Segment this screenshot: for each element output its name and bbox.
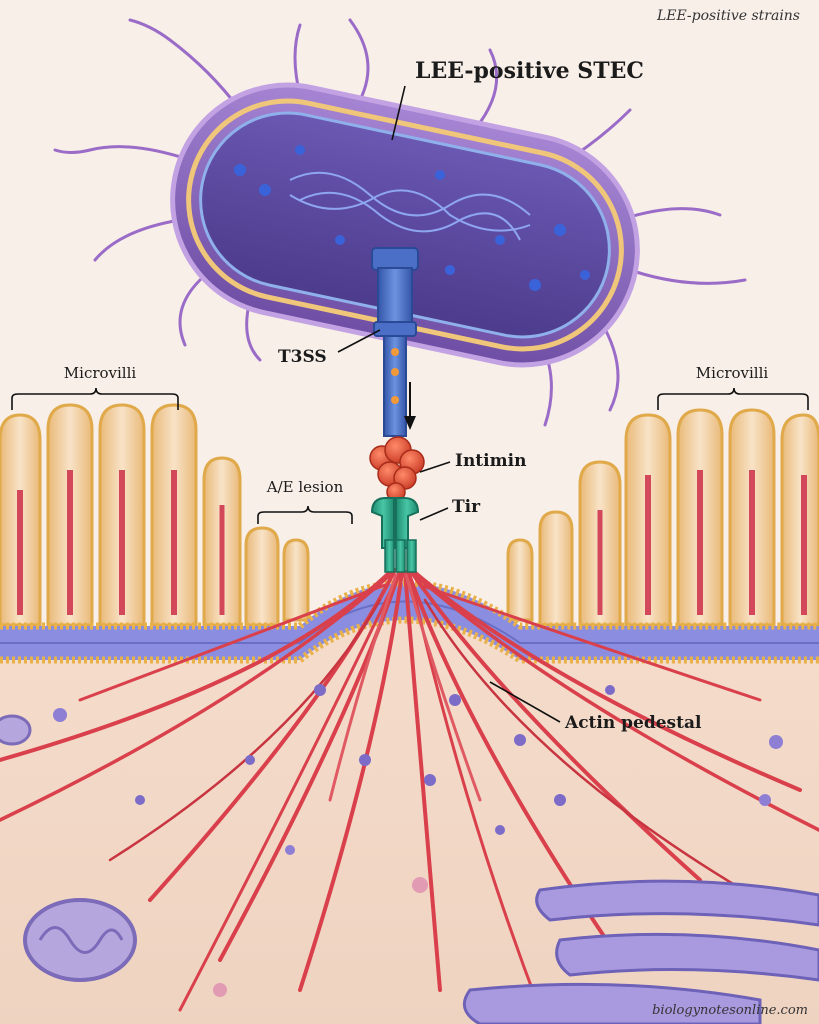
tir-leader bbox=[419, 507, 449, 521]
bacterium bbox=[53, 18, 747, 427]
vesicles bbox=[53, 708, 783, 997]
lesion-label: A/E lesion bbox=[266, 478, 344, 496]
microvilli-left-bracket bbox=[11, 387, 179, 410]
actin-label: Actin pedestal bbox=[564, 713, 702, 733]
actin-leader bbox=[489, 681, 561, 723]
actin-binding-proteins bbox=[135, 684, 615, 835]
microvilli-left-label: Microvilli bbox=[64, 364, 137, 382]
tir-label: Tir bbox=[452, 497, 481, 517]
t3ss-label: T3SS bbox=[278, 347, 327, 367]
microvilli-right-label: Microvilli bbox=[696, 364, 769, 382]
bacterium-leader bbox=[391, 85, 406, 141]
microvilli-left bbox=[0, 403, 310, 627]
microvilli-right-bracket bbox=[657, 387, 809, 410]
intimin-leader bbox=[419, 461, 451, 473]
intimin-label: Intimin bbox=[455, 451, 526, 471]
bacterium-label: LEE-positive STEC bbox=[415, 58, 644, 84]
intimin-protein bbox=[369, 436, 425, 502]
endoplasmic-reticulum bbox=[462, 879, 819, 1024]
t3ss-injectisome bbox=[371, 247, 419, 437]
ribosomes bbox=[234, 145, 590, 291]
mitochondrion bbox=[23, 898, 137, 982]
tir-receptor bbox=[370, 497, 420, 573]
actin-pedestal bbox=[0, 568, 819, 1012]
corner-label: LEE-positive strains bbox=[656, 8, 800, 24]
mitochondrion-small bbox=[0, 714, 32, 746]
lesion-bracket bbox=[257, 505, 353, 524]
translocation-arrow bbox=[404, 382, 416, 430]
bacterial-dna bbox=[289, 171, 531, 241]
t3ss-leader bbox=[337, 329, 381, 353]
credit-label: biologynotesonline.com bbox=[652, 1003, 808, 1018]
